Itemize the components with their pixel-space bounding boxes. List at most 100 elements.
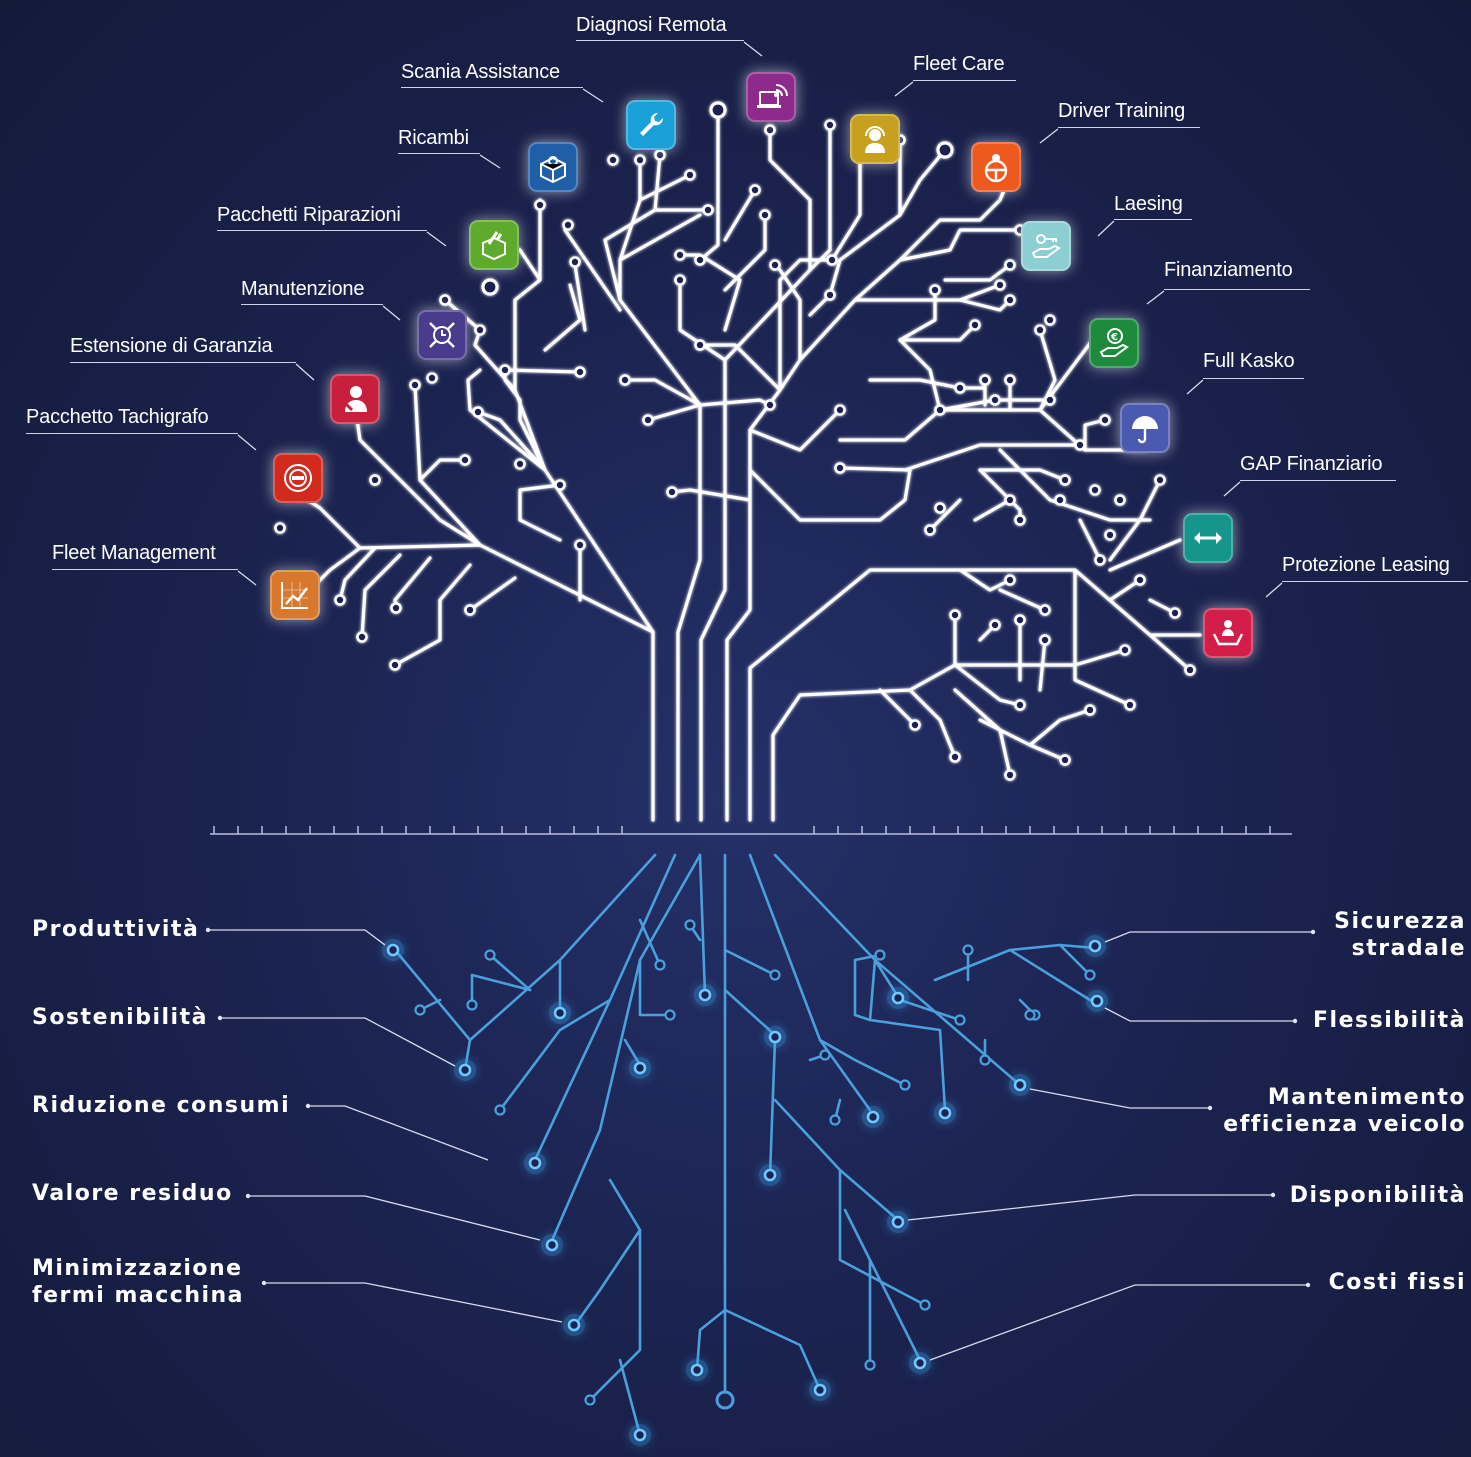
service-connector: [479, 154, 501, 169]
root-path: [723, 1308, 822, 1392]
branch-node: [274, 522, 286, 534]
branch-node: [1124, 699, 1136, 711]
root-path: [488, 953, 532, 992]
repair-package-icon[interactable]: [469, 220, 519, 270]
maintenance-clock-icon[interactable]: [417, 310, 467, 360]
branch-node: [1004, 494, 1016, 506]
benefit-leader-line: [1104, 1007, 1295, 1022]
branch-path: [1108, 578, 1142, 602]
root-path: [853, 953, 882, 1022]
branch-path: [748, 408, 842, 452]
root-node: [954, 1014, 966, 1026]
underline-driver-training: [1058, 127, 1200, 128]
parts-box-icon[interactable]: [528, 142, 578, 192]
root-path: [868, 958, 947, 1112]
wrench-icon[interactable]: [626, 100, 676, 150]
leader-dot: [205, 927, 211, 933]
root-glow-node: [633, 1428, 647, 1442]
branch-node: [759, 209, 771, 221]
underline-laesing: [1114, 219, 1192, 220]
root-path: [773, 853, 902, 1002]
branch-path: [618, 158, 642, 262]
root-glow-node: [763, 1168, 777, 1182]
branch-path: [998, 448, 1152, 522]
double-arrow-icon[interactable]: [1183, 513, 1233, 563]
ground-line: [210, 826, 1292, 835]
branch-path: [808, 123, 832, 272]
person-hands-icon[interactable]: [1203, 608, 1253, 658]
benefit-valore-residuo: Valore residuo: [32, 1181, 233, 1206]
branch-node: [474, 324, 486, 336]
underline-full-kasko: [1203, 378, 1304, 379]
euro-hand-icon-glyph: €: [1099, 328, 1129, 357]
branch-path: [928, 498, 962, 532]
root-path: [723, 948, 777, 977]
benefit-produttivita: Produttività: [32, 917, 200, 942]
branch-path: [513, 198, 655, 634]
driver-steering-icon-glyph: [984, 154, 1008, 183]
branch-node: [1074, 439, 1086, 451]
branch-node: [1014, 699, 1026, 711]
fleet-chart-icon[interactable]: [270, 570, 320, 620]
label-laesing: Laesing: [1114, 193, 1183, 215]
umbrella-icon[interactable]: [1120, 403, 1170, 453]
root-path: [470, 973, 532, 1007]
root-path: [463, 853, 657, 1072]
root-glow-node: [458, 1063, 472, 1077]
branch-path: [768, 128, 812, 202]
branch-node: [1134, 574, 1146, 586]
root-node: [494, 1104, 506, 1116]
service-connector: [382, 305, 401, 321]
branch-node: [702, 204, 714, 216]
branch-node: [334, 594, 346, 606]
branch-node: [969, 319, 981, 331]
root-node: [874, 949, 886, 961]
branch-node: [534, 199, 546, 211]
root-node: [654, 959, 666, 971]
branch-path: [853, 228, 1022, 302]
leader-dot: [217, 1015, 223, 1021]
warranty-mechanic-icon[interactable]: [330, 374, 380, 424]
key-hand-icon[interactable]: [1021, 221, 1071, 271]
branch-node: [459, 454, 471, 466]
euro-hand-icon[interactable]: €: [1089, 318, 1139, 368]
branch-path: [725, 278, 782, 822]
root-node: [684, 919, 696, 931]
branch-path: [503, 368, 582, 472]
service-connector: [743, 41, 763, 57]
branch-node: [694, 339, 706, 351]
warranty-mechanic-icon-glyph: [342, 386, 367, 412]
headset-support-icon[interactable]: [850, 114, 900, 164]
root-path: [548, 853, 702, 1247]
branch-path: [1028, 708, 1092, 747]
leader-dot: [245, 1193, 251, 1199]
label-scania-assistance: Scania Assistance: [401, 61, 560, 83]
underline-pacchetti-riparazioni: [217, 230, 427, 231]
root-glow-node: [1090, 994, 1104, 1008]
root-nodes: [382, 919, 1108, 1446]
benefit-sostenibilita: Sostenibilità: [32, 1005, 208, 1030]
root-glow-node: [1088, 939, 1102, 953]
leader-dot: [1292, 1018, 1298, 1024]
key-hand-icon-glyph: [1031, 234, 1061, 258]
branch-node: [949, 751, 961, 763]
branch-path: [898, 338, 942, 412]
label-driver-training: Driver Training: [1058, 100, 1186, 122]
label-diagnosi-remota: Diagnosi Remota: [576, 14, 727, 36]
benefit-leader-line: [929, 1284, 1308, 1361]
tree-roots: [393, 853, 1097, 1437]
remote-diagnostics-icon[interactable]: [746, 72, 796, 122]
benefit-leader-line: [1029, 1088, 1210, 1109]
service-connector: [582, 88, 604, 103]
root-path: [698, 853, 707, 997]
label-estensione-garanzia: Estensione di Garanzia: [70, 335, 273, 357]
root-path: [1008, 948, 1092, 1002]
driver-steering-icon[interactable]: [971, 142, 1021, 192]
root-node: [484, 949, 496, 961]
root-glow-node: [567, 1318, 581, 1332]
branch-node: [954, 382, 966, 394]
tachograph-icon[interactable]: [273, 453, 323, 503]
branch-node: [619, 374, 631, 386]
service-connector: [426, 231, 447, 247]
